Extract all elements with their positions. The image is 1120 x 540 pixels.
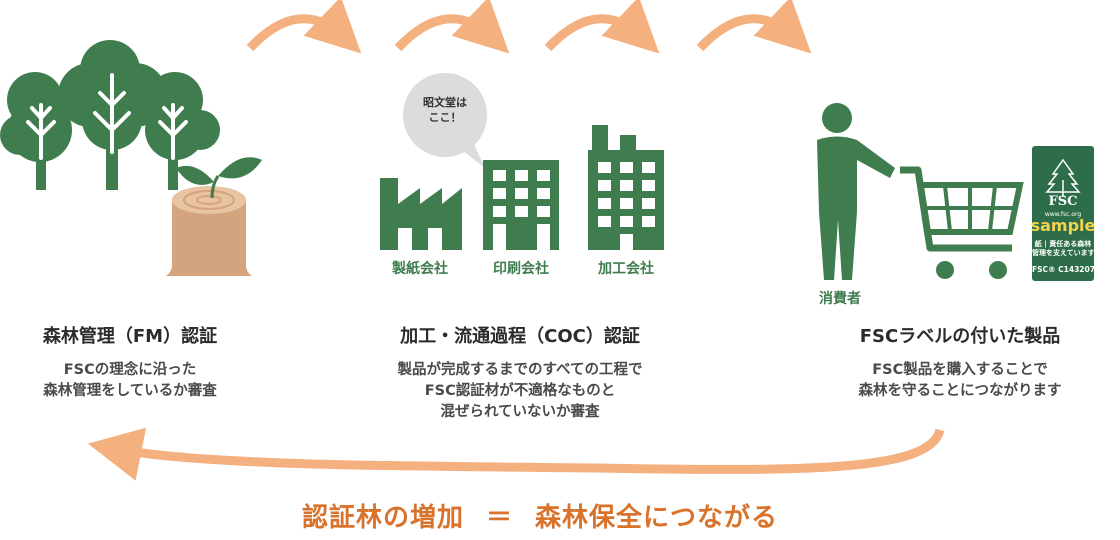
fsc-url-text: www.fsc.org [1044, 211, 1082, 218]
stage-heading-product: FSCラベルの付いた製品 [859, 326, 1061, 347]
office-building-icon [483, 160, 559, 250]
shopping-cart-icon [900, 166, 1024, 279]
flow-arrow-4 [696, 0, 812, 54]
bottom-message-left: 認証林の増加 [301, 503, 464, 533]
bottom-message-equals: ＝ [485, 503, 513, 533]
stage-desc-product: FSC製品を購入することで 森林を守ることにつながります [858, 362, 1062, 399]
bottom-message-right: 森林保全につながる [535, 503, 779, 533]
label-paper-company: 製紙会社 [392, 261, 448, 277]
stage-heading-fm: 森林管理（FM）認証 [42, 326, 218, 347]
fsc-brand-text: FSC [1048, 194, 1078, 209]
stage-desc-coc: 製品が完成するまでのすべての工程で FSC認証材が不適格なものと 混ぜられていな… [397, 362, 643, 420]
forest-icon [0, 40, 220, 190]
label-consumer: 消費者 [819, 291, 861, 307]
flow-arrow-2 [394, 0, 510, 54]
bottom-message: 認証林の増加 ＝ 森林保全につながる [220, 497, 860, 534]
tall-building-icon [588, 125, 664, 250]
return-arrow [87, 427, 945, 481]
factory-icon [380, 178, 462, 250]
speech-bubble-text: 昭文堂は ここ！ [423, 96, 467, 124]
label-printing-company: 印刷会社 [493, 261, 549, 277]
consumer-icon [817, 103, 895, 280]
tree-branches [26, 73, 188, 160]
flow-arrow-1 [246, 0, 362, 54]
fsc-label-icon [1032, 146, 1094, 281]
stage-desc-fm: FSCの理念に沿った 森林管理をしているか審査 [43, 362, 217, 399]
fsc-description-text: 紙 | 責任ある森林 管理を支えています [1032, 240, 1095, 257]
label-processing-company: 加工会社 [598, 261, 654, 277]
speech-bubble [403, 73, 487, 168]
flow-arrow-3 [544, 0, 660, 54]
fsc-sample-watermark: sample [1030, 216, 1096, 235]
stump-sprout-icon [166, 157, 262, 276]
stage-heading-coc: 加工・流通過程（COC）認証 [400, 326, 640, 347]
fsc-license-code: FSC® C143207 [1032, 265, 1095, 274]
